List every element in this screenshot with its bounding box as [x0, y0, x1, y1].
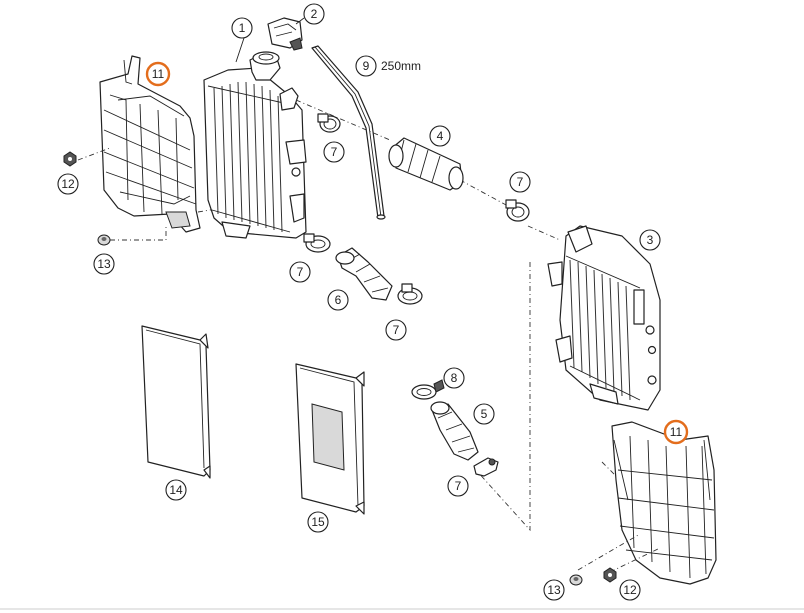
leader-line: [475, 262, 531, 532]
leader-line: [110, 224, 167, 241]
callout-14: 14: [165, 479, 187, 501]
right-nut-13: [569, 574, 583, 586]
callout-8: 8: [443, 367, 465, 389]
right-radiator-guard: [611, 421, 717, 585]
callout-7-upper: 7: [323, 141, 345, 163]
left-nut-12: [63, 151, 77, 167]
left-radiator: [203, 51, 307, 239]
clamp-7-mid: [505, 199, 530, 222]
leader-line: [609, 547, 661, 573]
svg-text:2: 2: [311, 7, 318, 21]
svg-text:7: 7: [455, 479, 462, 493]
leader-line: [459, 179, 509, 207]
callout-11-right: 11: [663, 419, 689, 445]
svg-text:13: 13: [97, 257, 111, 271]
callout-2: 2: [295, 3, 325, 25]
clamp-7-upper: [317, 113, 341, 133]
hose-length-label: 250mm: [381, 59, 421, 73]
left-nut-13: [97, 234, 111, 246]
callout-7-mid: 7: [509, 171, 531, 193]
svg-text:7: 7: [393, 323, 400, 337]
callout-1: 1: [231, 17, 253, 63]
callout-9: 9 250mm: [355, 55, 421, 77]
svg-text:7: 7: [297, 265, 304, 279]
clamp-7-lower-right: [397, 283, 423, 305]
callout-13-right: 13: [543, 579, 565, 601]
clamp-8: [411, 379, 445, 400]
hose-9: [311, 45, 386, 220]
svg-text:8: 8: [451, 371, 458, 385]
leader-line: [577, 533, 641, 571]
svg-text:12: 12: [61, 177, 75, 191]
callout-7-bottom: 7: [447, 475, 469, 497]
clamp-7-bottom: [473, 457, 499, 477]
callout-4: 4: [429, 125, 451, 147]
svg-text:13: 13: [547, 583, 561, 597]
svg-text:7: 7: [331, 145, 338, 159]
panel-15: [295, 363, 365, 515]
clamp-7-lower-left: [303, 233, 331, 253]
callout-12-left: 12: [57, 173, 79, 195]
svg-text:4: 4: [437, 129, 444, 143]
hose-6: [335, 247, 393, 301]
leader-line: [77, 147, 111, 161]
svg-text:11: 11: [152, 67, 165, 81]
svg-text:3: 3: [647, 233, 654, 247]
callout-6: 6: [327, 289, 349, 311]
right-nut-12: [603, 567, 617, 583]
svg-text:14: 14: [169, 483, 183, 497]
callout-13-left: 13: [93, 253, 115, 275]
leader-line: [295, 99, 391, 141]
callout-12-right: 12: [619, 579, 641, 601]
svg-text:15: 15: [311, 515, 325, 529]
svg-text:12: 12: [623, 583, 637, 597]
callout-11-left: 11: [145, 61, 171, 87]
callout-5: 5: [473, 403, 495, 425]
svg-text:1: 1: [239, 21, 246, 35]
callout-3: 3: [639, 229, 661, 251]
callout-7-lower-left: 7: [289, 261, 311, 283]
svg-text:5: 5: [481, 407, 488, 421]
svg-text:6: 6: [335, 293, 342, 307]
leader-line: [601, 461, 617, 477]
callout-7-lower-right: 7: [385, 319, 407, 341]
svg-text:7: 7: [517, 175, 524, 189]
leader-line: [527, 225, 561, 241]
right-radiator: [547, 225, 661, 411]
panel-14: [141, 325, 211, 479]
svg-text:9: 9: [363, 59, 370, 73]
hose-5: [430, 401, 479, 461]
svg-text:11: 11: [670, 425, 683, 439]
left-radiator-guard: [99, 55, 201, 233]
hose-4: [388, 137, 464, 191]
callout-15: 15: [307, 511, 329, 533]
bracket-2: [267, 17, 303, 51]
